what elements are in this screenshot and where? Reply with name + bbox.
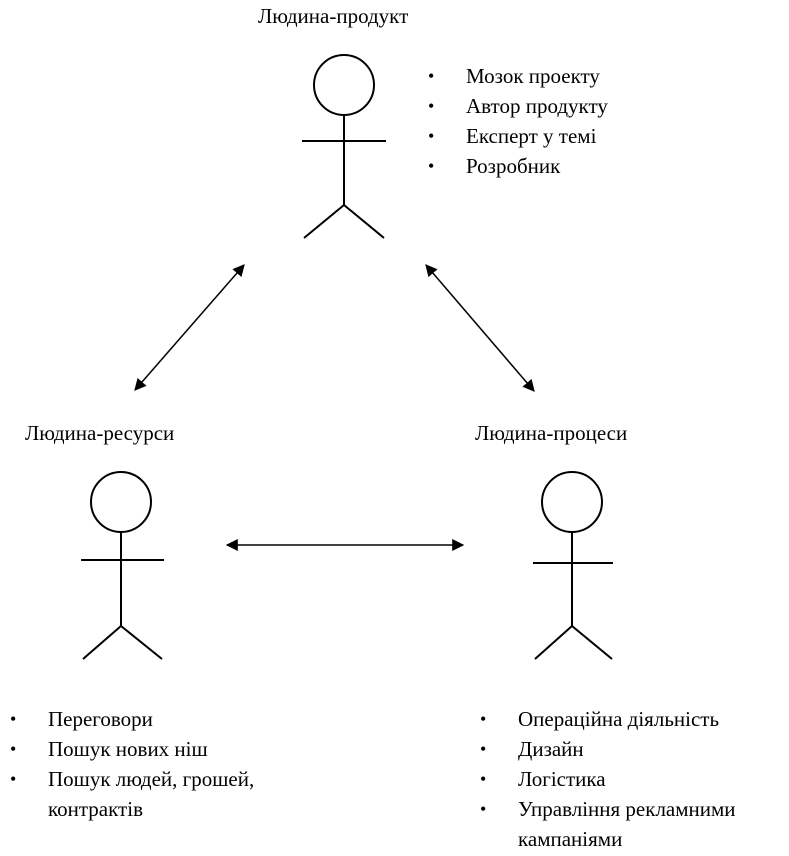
figure-leg-right <box>120 625 163 660</box>
bullet-icon: • <box>428 126 435 146</box>
list-item-text: Пошук нових ніш <box>48 737 208 761</box>
figure-leg-left <box>82 625 122 660</box>
bullet-icon: • <box>480 769 487 789</box>
list-item: • Експерт у темі <box>424 121 744 151</box>
bullet-icon: • <box>10 769 17 789</box>
list-item-text: Операційна діяльність <box>518 707 720 731</box>
bullet-icon: • <box>480 739 487 759</box>
list-item-text: Переговори <box>48 707 153 731</box>
list-item-text: Експерт у темі <box>466 124 597 148</box>
bullet-icon: • <box>428 96 435 116</box>
list-item-text: Мозок проекту <box>466 64 600 88</box>
list-item: • Управління рекламними кампаніями <box>476 794 786 854</box>
bullet-icon: • <box>480 709 487 729</box>
figure-leg-left <box>534 625 573 660</box>
bullet-list-product: • Мозок проекту • Автор продукту • Експерт … <box>424 61 744 181</box>
role-title-processes: Людина-процеси <box>475 421 628 445</box>
figure-head <box>541 471 603 533</box>
list-item: • Логістика <box>476 764 786 794</box>
stick-figure-processes <box>533 471 613 660</box>
list-item-text: Управління рекламними кампаніями <box>518 797 736 851</box>
list-item: • Автор продукту <box>424 91 744 121</box>
list-item-text: Логістика <box>518 767 606 791</box>
arrow-product-resources <box>134 264 245 391</box>
figure-head <box>90 471 152 533</box>
bullet-list-resources: • Переговори • Пошук нових ніш • Пошук люде… <box>6 704 336 824</box>
list-item: • Переговори <box>6 704 336 734</box>
figure-leg-right <box>343 204 385 239</box>
list-item: • Розробник <box>424 151 744 181</box>
stick-figure-product <box>302 54 386 239</box>
list-item-text: Розробник <box>466 154 561 178</box>
figure-head <box>313 54 375 116</box>
list-item: • Пошук нових ніш <box>6 734 336 764</box>
bullet-icon: • <box>10 709 17 729</box>
list-item: • Пошук людей, грошей, контрактів <box>6 764 336 824</box>
bullet-icon: • <box>480 799 487 819</box>
role-title-product: Людина-продукт <box>258 4 409 28</box>
list-item-text: Пошук людей, грошей, контрактів <box>48 767 255 821</box>
bullet-icon: • <box>428 66 435 86</box>
figure-leg-left <box>303 204 345 239</box>
arrow-product-processes <box>425 264 535 392</box>
list-item: • Мозок проекту <box>424 61 744 91</box>
figure-leg-right <box>571 625 613 660</box>
list-item-text: Дизайн <box>518 737 584 761</box>
list-item-text: Автор продукту <box>466 94 608 118</box>
role-title-resources: Людина-ресурси <box>25 421 175 445</box>
list-item: • Дизайн <box>476 734 786 764</box>
stick-figure-resources <box>81 471 164 660</box>
bullet-icon: • <box>428 156 435 176</box>
list-item: • Операційна діяльність <box>476 704 786 734</box>
bullet-icon: • <box>10 739 17 759</box>
bullet-list-processes: • Операційна діяльність • Дизайн • Логістик… <box>476 704 786 854</box>
